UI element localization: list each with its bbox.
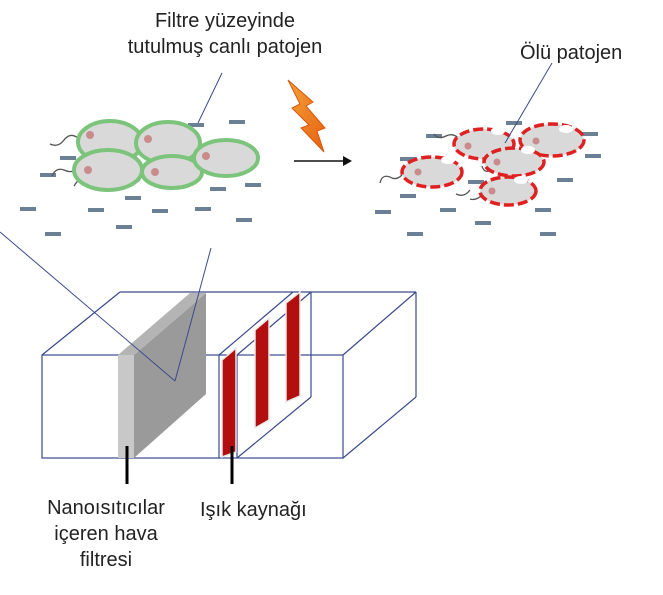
dead-pathogen bbox=[480, 176, 536, 205]
live-pathogen bbox=[74, 150, 142, 190]
filter-label-line: içeren hava bbox=[36, 521, 176, 547]
dead-pathogen-cluster bbox=[375, 121, 601, 236]
filter-label-line: filtresi bbox=[36, 547, 176, 573]
dead-pathogen bbox=[484, 146, 544, 176]
air-filter-panel bbox=[118, 293, 206, 458]
live-pathogen-cluster bbox=[20, 120, 261, 236]
live-pathogen bbox=[194, 140, 258, 176]
label-pointers bbox=[127, 446, 232, 484]
lamp bbox=[255, 318, 269, 428]
light-source-label: Işık kaynağı bbox=[200, 497, 307, 523]
lightning-icon bbox=[288, 80, 325, 152]
light-source-lamps bbox=[222, 292, 300, 457]
live-label-leader bbox=[198, 73, 222, 123]
filter-label-line: Nanoısıtıcılar bbox=[36, 495, 176, 521]
live-pathogen-label-line: Filtre yüzeyinde bbox=[110, 8, 340, 34]
lamp bbox=[222, 348, 236, 457]
live-pathogen-label-line: tutulmuş canlı patojen bbox=[110, 34, 340, 60]
filter-label: Nanoısıtıcılar içeren hava filtresi bbox=[36, 495, 176, 573]
arrow-right-icon bbox=[294, 156, 352, 166]
dead-pathogen-label: Ölü patojen bbox=[520, 40, 622, 66]
dead-pathogen bbox=[402, 156, 462, 187]
live-pathogen-label: Filtre yüzeyinde tutulmuş canlı patojen bbox=[110, 8, 340, 60]
lamp bbox=[286, 292, 300, 402]
